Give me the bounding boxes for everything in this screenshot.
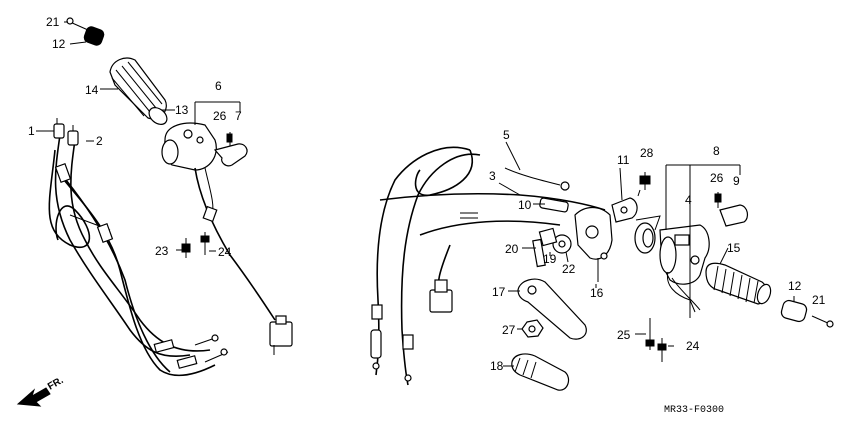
lever-cover-18 — [511, 353, 570, 391]
callout-20: 20 — [505, 242, 519, 256]
bracket-11-bolt-28 — [611, 172, 651, 223]
callout-13: 13 — [175, 103, 189, 117]
callout-2: 2 — [96, 134, 103, 148]
callout-26-right: 26 — [710, 171, 724, 185]
callout-1: 1 — [28, 124, 35, 138]
callout-12-right: 12 — [788, 279, 802, 293]
callout-3: 3 — [489, 169, 496, 183]
callout-16: 16 — [590, 286, 604, 300]
callout-4: 4 — [685, 193, 692, 207]
callout-14: 14 — [85, 83, 99, 97]
grip-end-weight-left — [66, 17, 105, 46]
direction-label: FR. — [46, 375, 66, 393]
callout-12: 12 — [52, 37, 66, 51]
callout-19: 19 — [543, 252, 557, 266]
leader-lines — [36, 21, 795, 367]
right-switch-housing — [659, 224, 710, 313]
nut-27 — [521, 319, 544, 338]
callout-24: 24 — [218, 245, 232, 259]
collar-4 — [634, 215, 661, 254]
callout-27: 27 — [502, 323, 516, 337]
callout-28: 28 — [640, 146, 654, 160]
callout-10: 10 — [518, 198, 532, 212]
callout-9: 9 — [733, 174, 740, 188]
callout-15: 15 — [727, 241, 741, 255]
grip-end-weight-right — [780, 299, 834, 328]
right-grip — [705, 262, 772, 305]
diagram-code: MR33-F0300 — [664, 405, 724, 416]
callout-23: 23 — [155, 244, 169, 258]
pivot-parts — [532, 227, 572, 268]
callout-21: 21 — [46, 15, 60, 29]
throttle-cables — [48, 118, 229, 377]
forward-direction-arrow: FR. — [16, 375, 66, 407]
callout-26: 26 — [213, 109, 227, 123]
callout-21-right: 21 — [812, 293, 826, 307]
switch-clamp-right — [714, 192, 749, 227]
clutch-switch — [539, 197, 569, 213]
callout-17: 17 — [492, 285, 506, 299]
callout-6: 6 — [215, 79, 222, 93]
callout-25: 25 — [617, 328, 631, 342]
clutch-lever — [517, 278, 587, 340]
callout-22: 22 — [562, 262, 576, 276]
left-switch-housing — [161, 122, 293, 355]
screws-23-24 — [181, 232, 210, 258]
clutch-lever-bracket — [574, 206, 613, 282]
screws-25-24 — [645, 318, 667, 362]
throttle-grip — [109, 57, 168, 125]
callout-7: 7 — [235, 109, 242, 123]
callout-18: 18 — [490, 359, 504, 373]
switch-clamp-left — [213, 132, 248, 167]
callout-8: 8 — [713, 144, 720, 158]
callout-11: 11 — [617, 153, 630, 167]
callout-5: 5 — [503, 128, 510, 142]
callout-24-right: 24 — [686, 339, 700, 353]
